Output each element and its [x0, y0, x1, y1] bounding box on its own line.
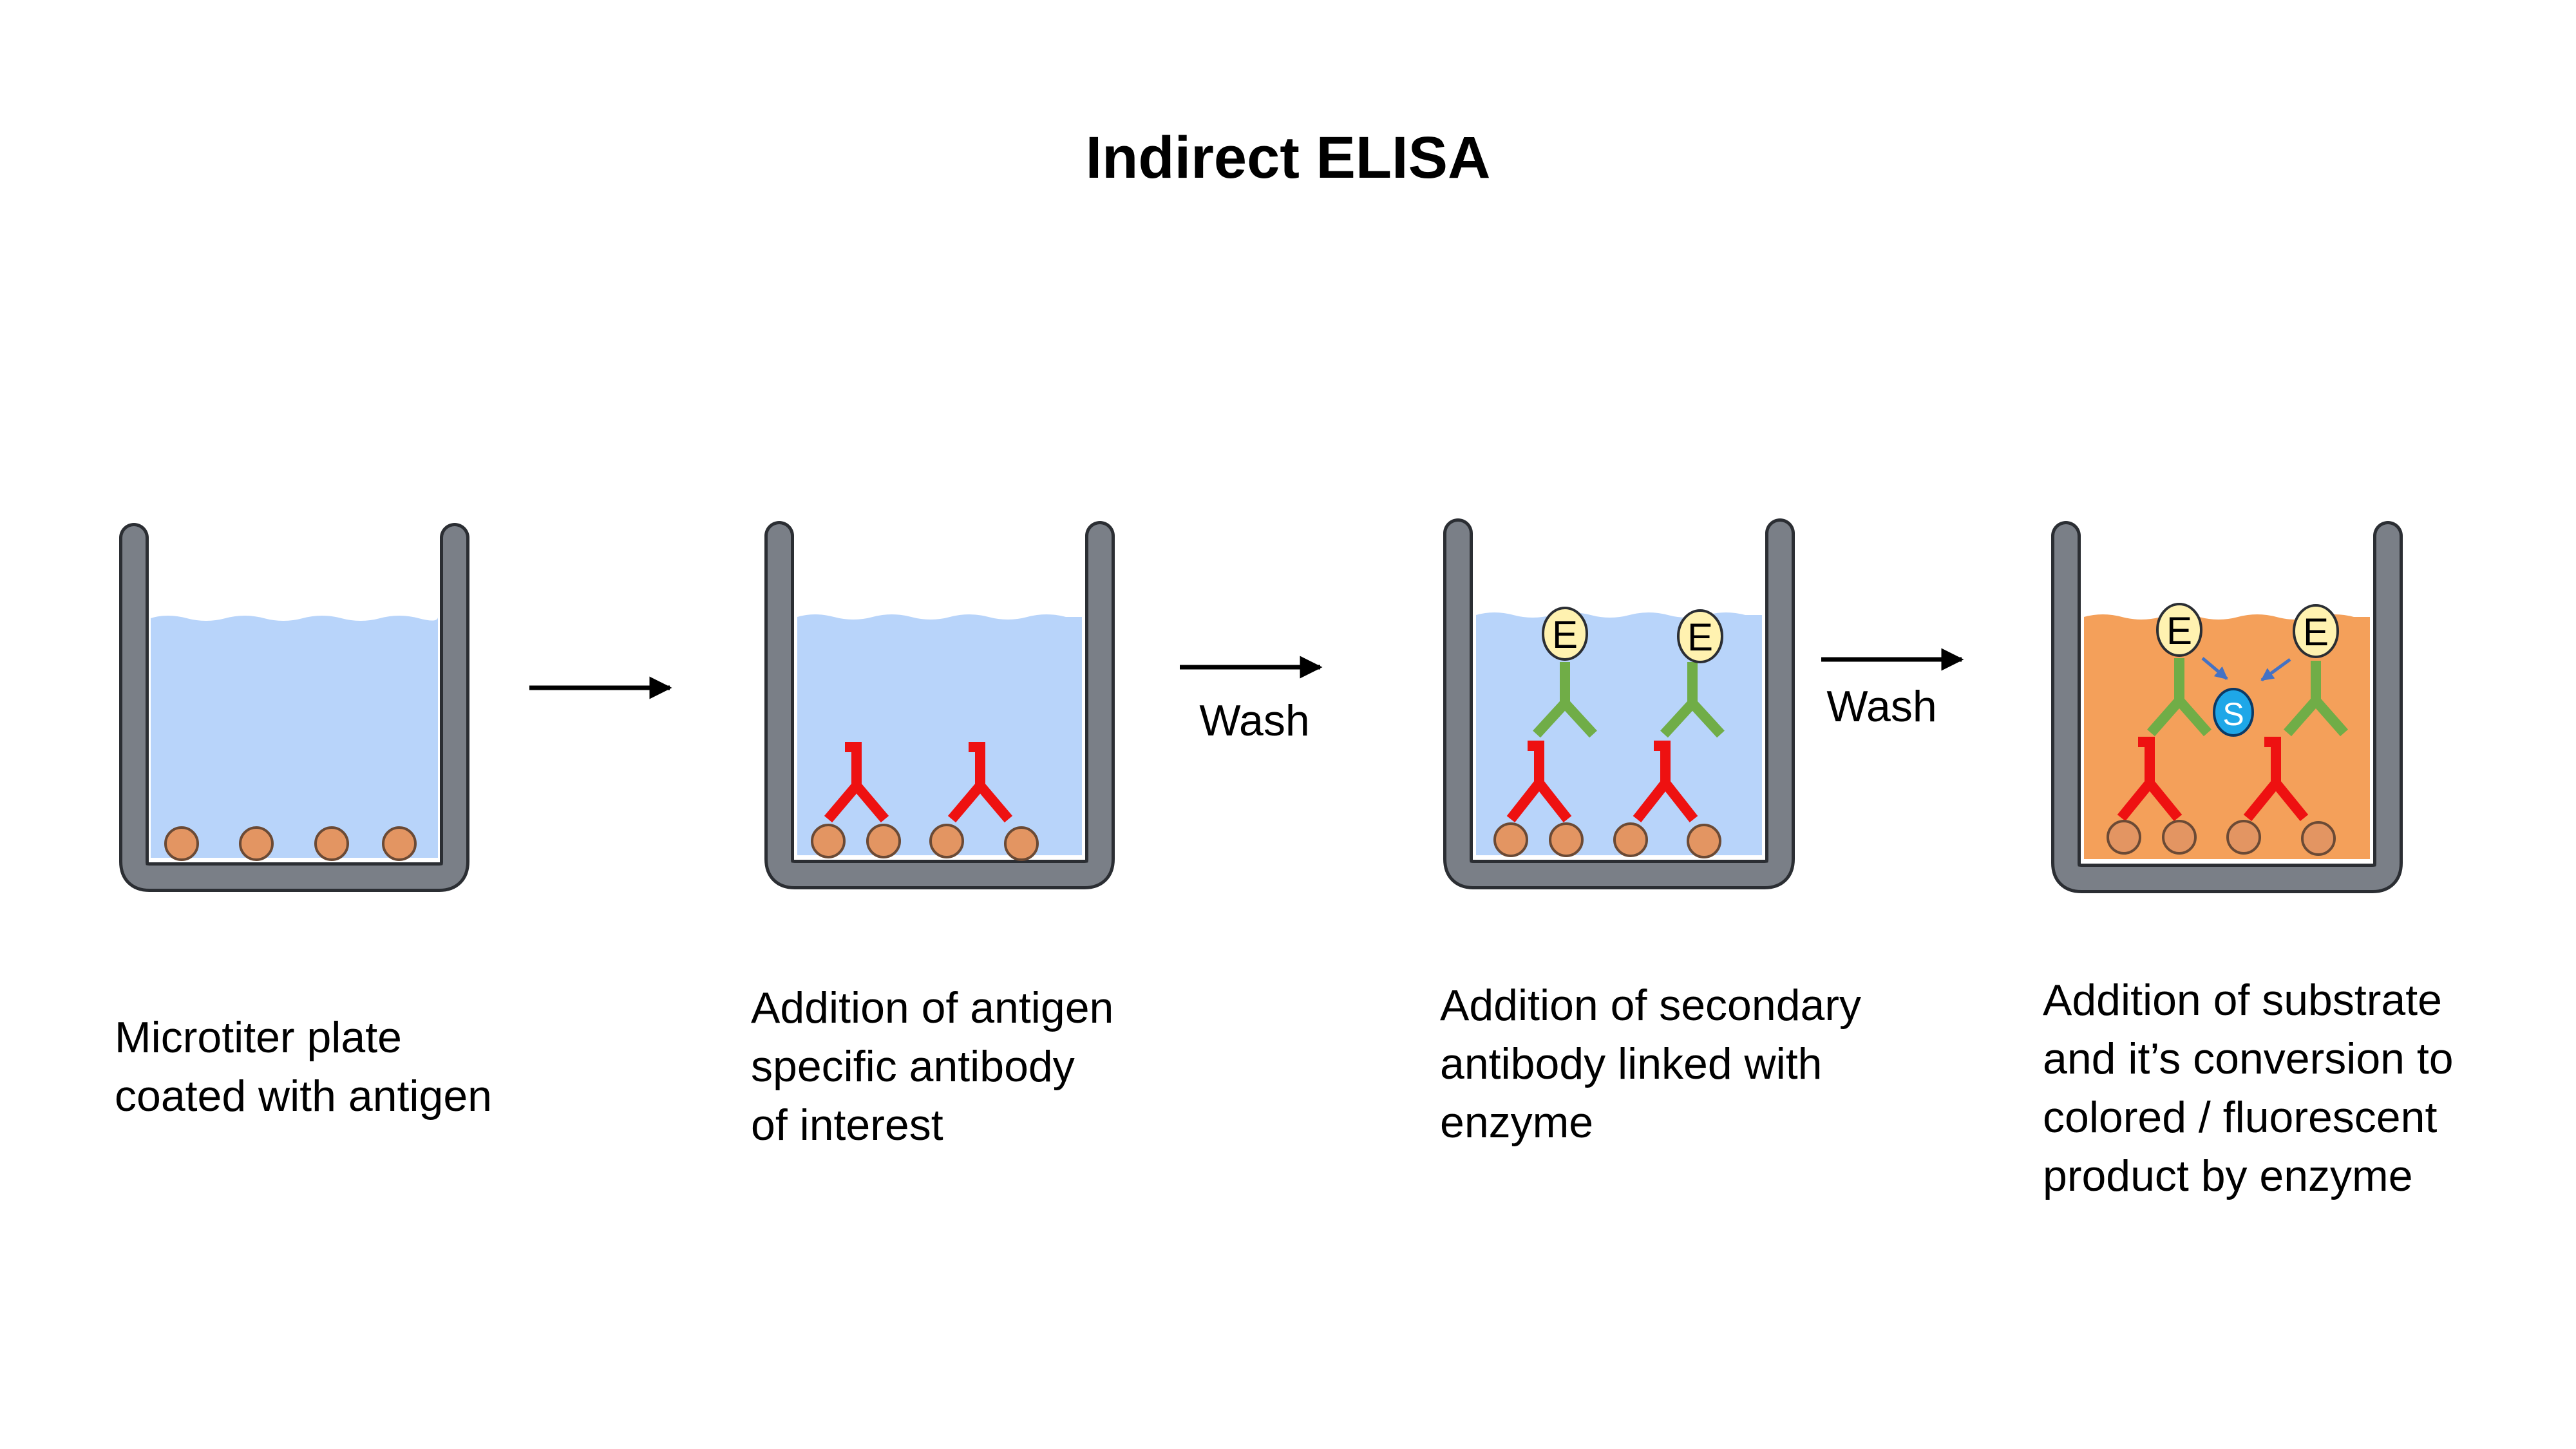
- enzyme-label: E: [2303, 611, 2329, 654]
- antigen: [929, 824, 964, 858]
- caption-line: Microtiter plate: [115, 1013, 402, 1062]
- caption-line: of interest: [751, 1101, 943, 1150]
- caption-line: product by enzyme: [2043, 1151, 2413, 1200]
- well-3-antigens: [1493, 822, 1721, 858]
- arrow-3: Wash: [1821, 648, 1964, 731]
- primary-antibody: [1506, 741, 1572, 822]
- enzyme: E: [2293, 604, 2339, 658]
- enzyme-label: E: [1552, 613, 1578, 656]
- antigen: [811, 824, 846, 858]
- caption-line: and it’s conversion to: [2043, 1034, 2454, 1083]
- antigen: [239, 826, 274, 861]
- antigen: [1549, 822, 1584, 857]
- diagram-title: Indirect ELISA: [1085, 125, 1491, 191]
- well-2-antigens: [811, 824, 1039, 861]
- well-1-antigens: [164, 826, 417, 861]
- primary-antibody: [1633, 741, 1698, 822]
- antigen: [164, 826, 199, 861]
- antigen: [1493, 822, 1528, 857]
- arrow-3-label: Wash: [1826, 682, 1937, 731]
- caption-line: colored / fluorescent: [2043, 1093, 2438, 1142]
- well-3: E E: [1443, 518, 1795, 889]
- well-1-buffer: [151, 616, 438, 858]
- enzyme-label: E: [2166, 609, 2192, 652]
- caption-line: Addition of substrate: [2043, 976, 2442, 1025]
- arrow-2-label: Wash: [1199, 696, 1309, 745]
- enzyme-label: E: [1687, 616, 1713, 659]
- caption-step-4: Addition of substrate and it’s conversio…: [2043, 971, 2454, 1206]
- well-2-buffer: [797, 614, 1082, 855]
- antigen: [1613, 822, 1648, 857]
- caption-line: enzyme: [1440, 1098, 1594, 1147]
- well-3-wall: [1446, 522, 1792, 886]
- well-4-antigens: [2107, 820, 2336, 856]
- caption-line: coated with antigen: [115, 1072, 492, 1121]
- caption-line: specific antibody: [751, 1042, 1075, 1091]
- antigen: [2301, 821, 2336, 856]
- caption-line: Addition of antigen: [751, 983, 1114, 1032]
- well-1: [119, 523, 469, 892]
- secondary-antibody: [1660, 662, 1725, 738]
- primary-antibody: [947, 742, 1013, 823]
- caption-line: Addition of secondary: [1440, 981, 1861, 1030]
- substrate-label: S: [2222, 696, 2244, 732]
- antigen: [2226, 820, 2261, 855]
- secondary-antibody: [2283, 661, 2349, 737]
- primary-antibody: [824, 742, 889, 823]
- enzyme: E: [1677, 609, 1723, 663]
- enzyme: E: [2156, 603, 2202, 657]
- antigen: [382, 826, 417, 861]
- well-4-wall: [2054, 524, 2400, 890]
- antigen: [1687, 824, 1721, 858]
- primary-antibody: [2117, 737, 2183, 822]
- antigen: [2162, 820, 2197, 855]
- conversion-arrows: [2201, 657, 2291, 682]
- substrate: S: [2213, 688, 2254, 737]
- well-2: [764, 521, 1115, 889]
- enzyme: E: [1542, 607, 1588, 661]
- well-2-wall: [768, 524, 1112, 886]
- caption-step-3: Addition of secondary antibody linked wi…: [1440, 976, 1861, 1152]
- antigen: [2107, 820, 2141, 855]
- caption-step-2: Addition of antigen specific antibody of…: [751, 979, 1113, 1155]
- caption-line: antibody linked with: [1440, 1039, 1823, 1088]
- caption-step-1: Microtiter plate coated with antigen: [115, 1009, 492, 1126]
- antigen: [866, 824, 901, 858]
- primary-antibody: [2243, 737, 2309, 822]
- secondary-antibody: [2146, 658, 2212, 737]
- secondary-antibody: [1533, 662, 1597, 738]
- arrow-2: Wash: [1180, 656, 1323, 745]
- antigen: [314, 826, 349, 861]
- antigen: [1004, 826, 1039, 861]
- well-4: E E S: [2051, 521, 2403, 893]
